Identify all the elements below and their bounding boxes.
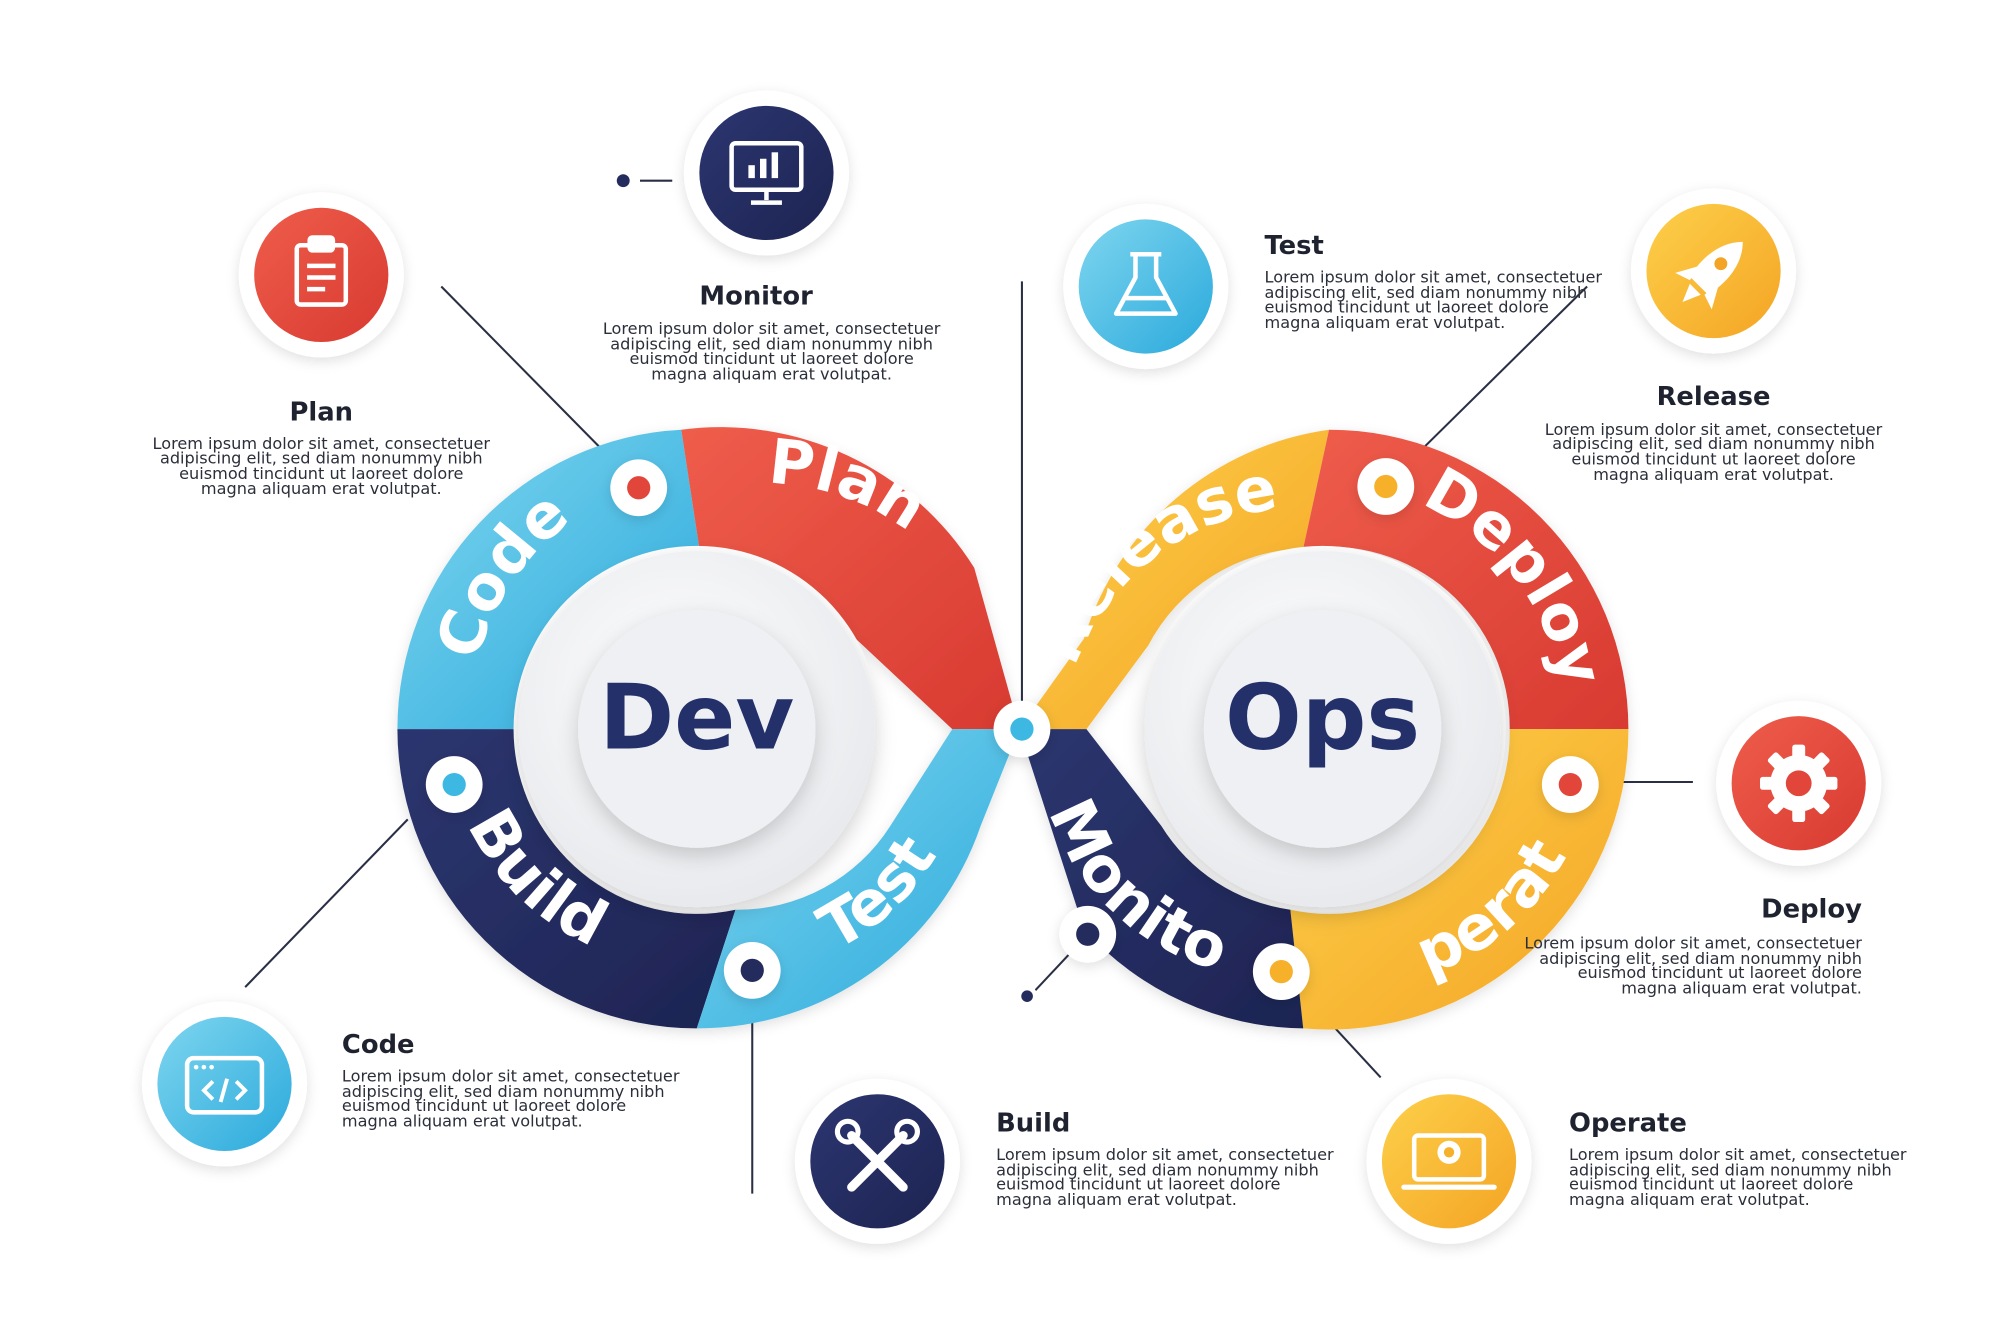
step-operate-text-4: magna aliquam erat volutpat.	[1569, 1190, 1810, 1209]
step-release: Release Lorem ipsum dolor sit amet, cons…	[1545, 382, 1883, 484]
step-code-text-1: Lorem ipsum dolor sit amet, consectetuer	[342, 1066, 680, 1085]
step-test-text-1: Lorem ipsum dolor sit amet, consectetuer	[1265, 268, 1603, 287]
step-plan: Plan Lorem ipsum dolor sit amet, consect…	[153, 398, 491, 499]
plan-badge	[238, 192, 404, 358]
step-monitor-title: Monitor	[699, 282, 813, 312]
loop-markers	[425, 458, 1599, 1001]
step-test: Test Lorem ipsum dolor sit amet, consect…	[1265, 231, 1603, 332]
step-operate-text-2: adipiscing elit, sed diam nonummy nibh	[1569, 1161, 1892, 1180]
connector-lines	[244, 179, 1693, 1194]
clipboard-icon	[294, 235, 349, 307]
step-test-text-4: magna aliquam erat volutpat.	[1265, 313, 1506, 332]
step-plan-text-3: euismod tincidunt ut laoreet dolore	[179, 464, 463, 483]
segment-monitor	[1019, 729, 1304, 1029]
step-operate: Operate Lorem ipsum dolor sit amet, cons…	[1569, 1109, 1907, 1210]
test-badge	[1063, 203, 1229, 370]
monitor-loop-connector	[1031, 951, 1072, 995]
step-plan-text-1: Lorem ipsum dolor sit amet, consectetuer	[153, 434, 491, 453]
step-code-title: Code	[342, 1030, 415, 1060]
step-plan-text-4: magna aliquam erat volutpat.	[201, 479, 442, 498]
build-badge	[794, 1078, 960, 1244]
monitor-badge	[683, 90, 850, 256]
step-monitor: Monitor Lorem ipsum dolor sit amet, cons…	[603, 282, 941, 384]
step-code-text-3: euismod tincidunt ut laoreet dolore	[342, 1096, 626, 1115]
step-release-text-3: euismod tincidunt ut laoreet dolore	[1571, 450, 1855, 469]
gear-icon	[1760, 744, 1838, 822]
code-connector	[244, 818, 409, 988]
marker-operate	[1252, 943, 1310, 1001]
step-build-text-3: euismod tincidunt ut laoreet dolore	[996, 1175, 1280, 1194]
code-badge	[141, 1001, 308, 1167]
ops-hub-inner	[1203, 610, 1442, 848]
step-code-text-4: magna aliquam erat volutpat.	[342, 1112, 583, 1131]
step-build: Build Lorem ipsum dolor sit amet, consec…	[996, 1109, 1334, 1210]
deploy-badge	[1716, 700, 1882, 866]
step-release-text-2: adipiscing elit, sed diam nonummy nibh	[1552, 434, 1875, 453]
marker-monitor	[1059, 905, 1117, 963]
segment-test	[696, 729, 1020, 1029]
step-operate-text-1: Lorem ipsum dolor sit amet, consectetuer	[1569, 1145, 1907, 1164]
laptop-gear-icon	[1401, 1133, 1497, 1190]
wrench-screwdriver-icon	[834, 1118, 920, 1192]
step-deploy-text-4: magna aliquam erat volutpat.	[1621, 979, 1862, 998]
step-monitor-text-4: magna aliquam erat volutpat.	[651, 364, 892, 383]
monitor-chart-icon	[729, 141, 804, 205]
segment-operate	[1290, 729, 1629, 1030]
marker-release	[1357, 458, 1415, 515]
ops-label: Ops	[1225, 665, 1420, 770]
dev-label: Dev	[599, 665, 794, 770]
marker-code	[425, 756, 483, 813]
marker-build	[723, 941, 781, 999]
step-monitor-text-2: adipiscing elit, sed diam nonummy nibh	[610, 335, 933, 354]
step-plan-title: Plan	[290, 398, 354, 428]
segment-plan	[681, 427, 1020, 730]
operate-badge	[1366, 1078, 1532, 1244]
monitor-endpoint-dot	[616, 174, 630, 188]
code-window-icon	[184, 1055, 265, 1115]
step-deploy-text-3: euismod tincidunt ut laoreet dolore	[1578, 963, 1862, 982]
step-deploy-title: Deploy	[1761, 894, 1862, 924]
step-deploy-text-1: Lorem ipsum dolor sit amet, consectetuer	[1524, 933, 1862, 952]
monitor-loop-endpoint-dot	[1021, 990, 1033, 1002]
step-code-text-2: adipiscing elit, sed diam nonummy nibh	[342, 1082, 665, 1101]
step-build-text-1: Lorem ipsum dolor sit amet, consectetuer	[996, 1145, 1334, 1164]
step-monitor-text-3: euismod tincidunt ut laoreet dolore	[629, 349, 913, 368]
step-build-text-4: magna aliquam erat volutpat.	[996, 1190, 1237, 1209]
step-release-text-1: Lorem ipsum dolor sit amet, consectetuer	[1545, 420, 1883, 439]
marker-test	[993, 700, 1051, 758]
step-operate-title: Operate	[1569, 1109, 1687, 1139]
step-release-title: Release	[1657, 382, 1771, 412]
segment-build	[397, 729, 736, 1029]
step-test-text-2: adipiscing elit, sed diam nonummy nibh	[1265, 283, 1588, 302]
segment-release	[1019, 429, 1330, 730]
step-monitor-text-1: Lorem ipsum dolor sit amet, consectetuer	[603, 319, 941, 338]
flask-icon	[1113, 251, 1178, 316]
step-test-text-3: euismod tincidunt ut laoreet dolore	[1265, 297, 1549, 316]
step-code: Code Lorem ipsum dolor sit amet, consect…	[342, 1030, 680, 1131]
step-deploy-text-2: adipiscing elit, sed diam nonummy nibh	[1539, 949, 1862, 968]
step-test-title: Test	[1265, 231, 1324, 261]
rocket-icon	[1675, 241, 1743, 310]
step-plan-text-2: adipiscing elit, sed diam nonummy nibh	[160, 448, 483, 467]
step-build-title: Build	[996, 1109, 1070, 1139]
marker-plan	[610, 459, 668, 517]
marker-deploy	[1541, 756, 1599, 813]
plan-connector	[440, 285, 621, 468]
step-operate-text-3: euismod tincidunt ut laoreet dolore	[1569, 1175, 1853, 1194]
step-deploy: Deploy Lorem ipsum dolor sit amet, conse…	[1524, 894, 1862, 997]
release-connector	[1405, 285, 1588, 466]
step-release-text-4: magna aliquam erat volutpat.	[1593, 465, 1834, 484]
release-badge	[1630, 188, 1797, 354]
dev-hub-inner	[578, 610, 816, 848]
step-build-text-2: adipiscing elit, sed diam nonummy nibh	[996, 1161, 1319, 1180]
